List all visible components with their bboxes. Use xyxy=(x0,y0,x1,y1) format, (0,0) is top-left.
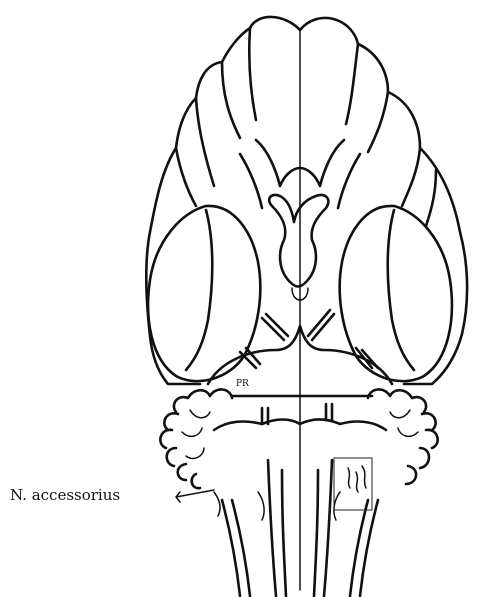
cerebrum-outline xyxy=(146,17,467,590)
accessory-nerve-label: N. accessorius xyxy=(10,486,120,504)
accessory-nerve-rootlets xyxy=(214,466,366,516)
optic-chiasm-hypophysis xyxy=(269,195,328,300)
cerebellum-left xyxy=(160,389,232,488)
label-pointer-line xyxy=(176,490,214,502)
pr-mark: PR xyxy=(236,379,249,389)
cerebellum-right xyxy=(368,389,438,484)
